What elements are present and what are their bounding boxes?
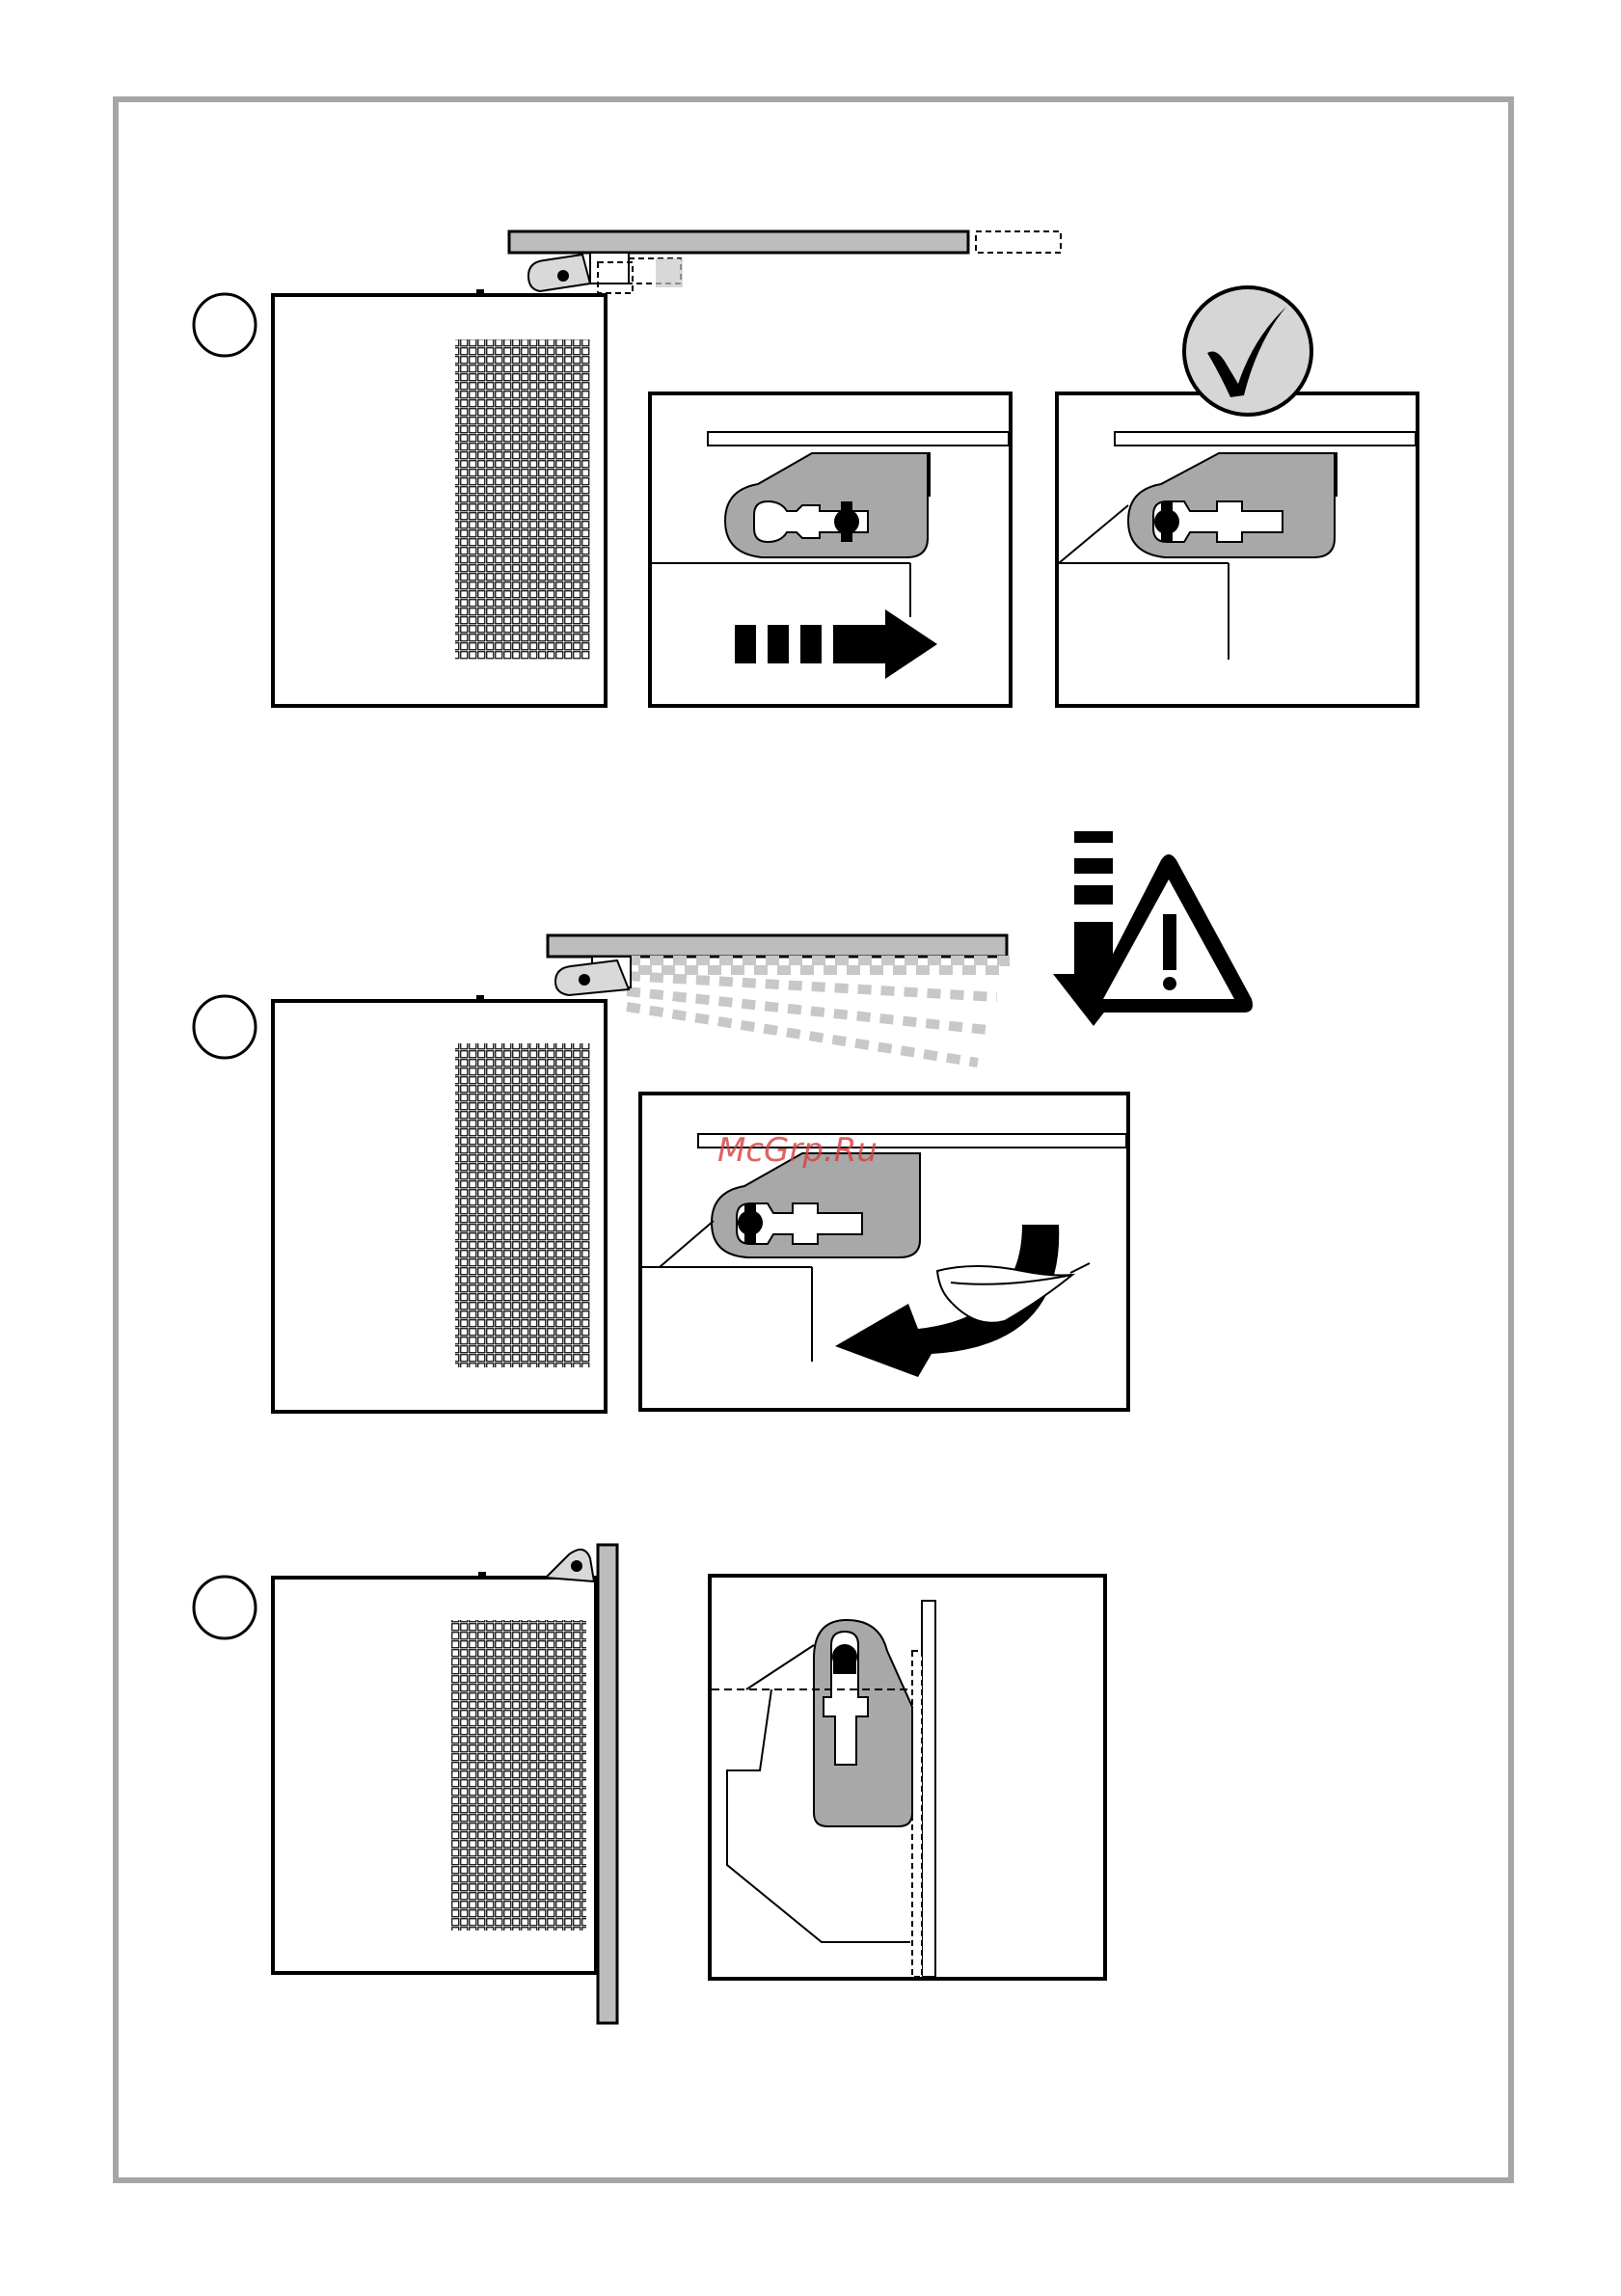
step-3-vent-grid — [451, 1620, 586, 1931]
step-2: McGrp.Ru — [194, 831, 1253, 1412]
step-2-vent-grid — [455, 1043, 590, 1367]
step-2-panel — [548, 935, 1007, 957]
step-1-panel — [509, 231, 968, 253]
checkmark-icon — [1184, 287, 1311, 415]
watermark-text: McGrp.Ru — [717, 1131, 878, 1170]
step-1-panel-ghost — [976, 231, 1061, 253]
step-3 — [194, 1545, 1105, 2023]
step-2-panel-fall-ghost — [627, 960, 1005, 1063]
step-1-vent-grid — [455, 339, 590, 660]
step-2-marker — [194, 996, 256, 1058]
step-3-panel — [598, 1545, 617, 2023]
step-1-bracket-overview — [528, 253, 683, 293]
step-3-marker — [194, 1577, 256, 1638]
step-1-marker — [194, 294, 256, 356]
step-1 — [194, 231, 1418, 706]
step-3-bracket-overview — [546, 1550, 594, 1581]
step-2-bracket-overview — [555, 957, 631, 995]
